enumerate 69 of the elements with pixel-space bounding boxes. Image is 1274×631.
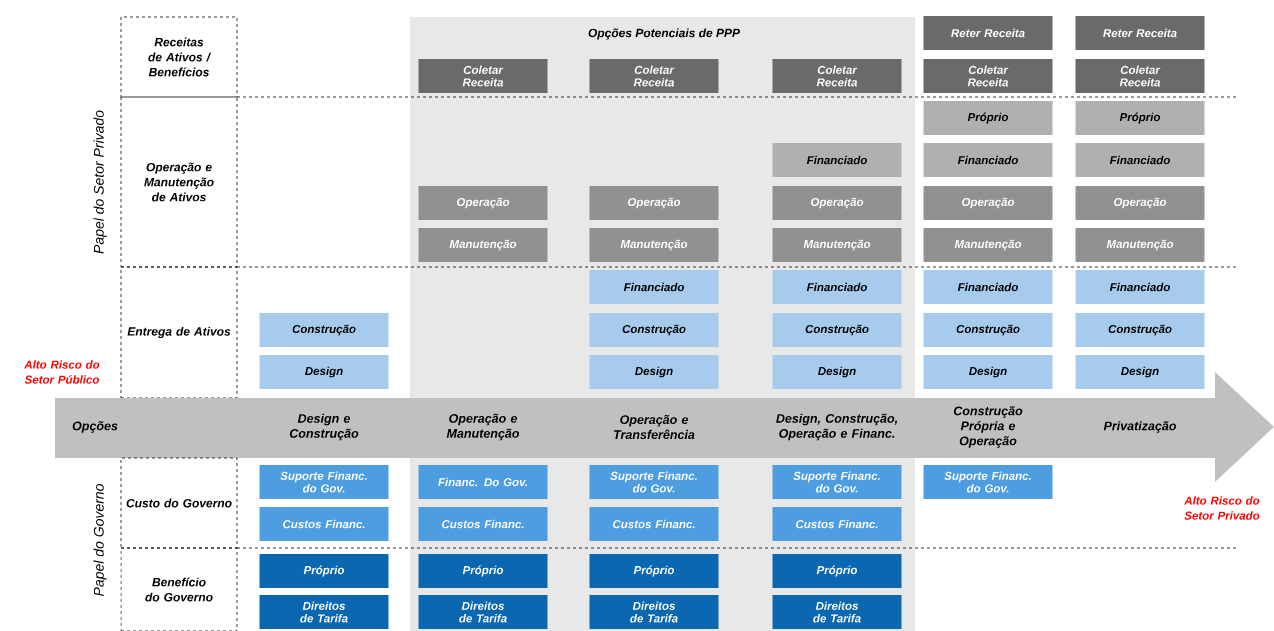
risk-label: Alto Risco do Setor Público (24, 360, 100, 384)
cost-box: Custos Financ. (772, 507, 902, 541)
option-heading: Design e Construção (289, 413, 359, 441)
cost-box: Suporte Financ. do Gov. (923, 465, 1053, 499)
delivery-box: Construção (589, 313, 719, 347)
cost-box: Custos Financ. (589, 507, 719, 541)
delivery-box: Financiado (589, 270, 719, 304)
delivery-box: Financiado (1075, 270, 1205, 304)
revenue-box: Coletar Receita (772, 59, 902, 93)
option-heading: Operação e Manutenção (446, 413, 520, 441)
row-header: Receitas de Ativos / Benefícios (120, 16, 238, 98)
benefit-box: Direitos de Tarifa (259, 595, 389, 629)
benefit-box: Próprio (589, 554, 719, 588)
operation-box: Operação (418, 186, 548, 220)
finance-box: Financiado (772, 143, 902, 177)
benefit-box: Direitos de Tarifa (418, 595, 548, 629)
delivery-box: Financiado (923, 270, 1053, 304)
delivery-box: Construção (1075, 313, 1205, 347)
option-heading: Construção Própria e Operação (953, 406, 1023, 448)
finance-box: Próprio (1075, 101, 1205, 135)
delivery-box: Financiado (772, 270, 902, 304)
side-label: Papel do Governo (93, 484, 107, 596)
row-header: Entrega de Ativos (120, 266, 238, 399)
benefit-box: Direitos de Tarifa (772, 595, 902, 629)
cost-box: Custos Financ. (259, 507, 389, 541)
operation-box: Manutenção (589, 228, 719, 262)
operation-box: Manutenção (418, 228, 548, 262)
delivery-box: Design (1075, 355, 1205, 389)
delivery-box: Design (772, 355, 902, 389)
cost-box: Financ. Do Gov. (418, 465, 548, 499)
operation-box: Operação (589, 186, 719, 220)
revenue-box: Coletar Receita (418, 59, 548, 93)
delivery-box: Design (589, 355, 719, 389)
cost-box: Custos Financ. (418, 507, 548, 541)
delivery-box: Design (259, 355, 389, 389)
option-heading: Privatização (1103, 421, 1177, 433)
option-heading: Operação e Transferência (614, 414, 695, 440)
row-header: Custo do Governo (120, 457, 238, 549)
row-header: Benefício do Governo (120, 547, 238, 631)
row-header: Operação e Manutenção de Ativos (120, 96, 238, 268)
revenue-box: Coletar Receita (923, 59, 1053, 93)
benefit-box: Próprio (259, 554, 389, 588)
delivery-box: Construção (772, 313, 902, 347)
risk-label: Alto Risco do Setor Privado (1184, 496, 1260, 520)
benefit-box: Próprio (418, 554, 548, 588)
option-heading: Design, Construção, Operação e Financ. (776, 413, 898, 441)
revenue-box: Reter Receita (1075, 16, 1205, 50)
operation-box: Manutenção (1075, 228, 1205, 262)
cost-box: Suporte Financ. do Gov. (589, 465, 719, 499)
finance-box: Financiado (923, 143, 1053, 177)
benefit-box: Próprio (772, 554, 902, 588)
delivery-box: Construção (259, 313, 389, 347)
cost-box: Suporte Financ. do Gov. (772, 465, 902, 499)
cost-box: Suporte Financ. do Gov. (259, 465, 389, 499)
revenue-box: Reter Receita (923, 16, 1053, 50)
operation-box: Manutenção (923, 228, 1053, 262)
operation-box: Manutenção (772, 228, 902, 262)
revenue-box: Coletar Receita (589, 59, 719, 93)
option-heading: Opções (72, 421, 118, 433)
operation-box: Operação (1075, 186, 1205, 220)
finance-box: Financiado (1075, 143, 1205, 177)
revenue-box: Coletar Receita (1075, 59, 1205, 93)
delivery-box: Construção (923, 313, 1053, 347)
operation-box: Operação (772, 186, 902, 220)
finance-box: Próprio (923, 101, 1053, 135)
operation-box: Operação (923, 186, 1053, 220)
side-label: Papel do Setor Privado (93, 110, 107, 254)
benefit-box: Direitos de Tarifa (589, 595, 719, 629)
delivery-box: Design (923, 355, 1053, 389)
